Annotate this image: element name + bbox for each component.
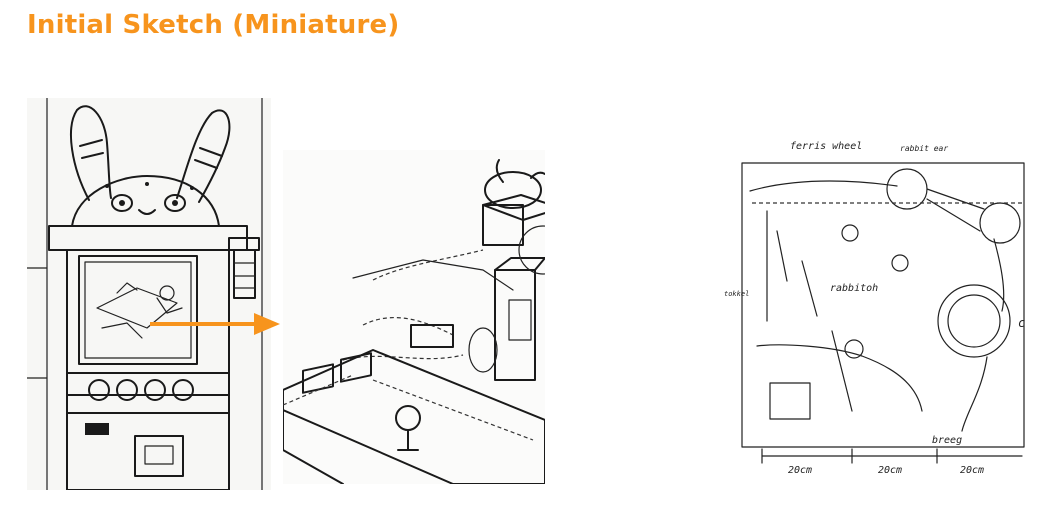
label-ferris-wheel: ferris wheel xyxy=(790,141,862,152)
label-dim-1: 20cm xyxy=(788,465,812,476)
label-dim-3: 20cm xyxy=(960,465,984,476)
sketch-arcade-machine xyxy=(27,98,271,490)
label-rabbitoh: rabbitoh xyxy=(830,283,878,294)
page-title: Initial Sketch (Miniature) xyxy=(27,10,400,40)
label-rabbit-ear: rabbit ear xyxy=(900,144,948,153)
sketch-isometric-miniature xyxy=(283,150,545,484)
label-dim-2: 20cm xyxy=(878,465,902,476)
label-right-tick: c xyxy=(1018,316,1025,330)
sketch-top-down-plan: ferris wheel rabbit ear rabbitoh tokkel … xyxy=(722,121,1029,482)
label-breeg: breeg xyxy=(932,435,962,446)
label-tokkel: tokkel xyxy=(724,290,749,298)
arrow-icon xyxy=(150,313,280,335)
